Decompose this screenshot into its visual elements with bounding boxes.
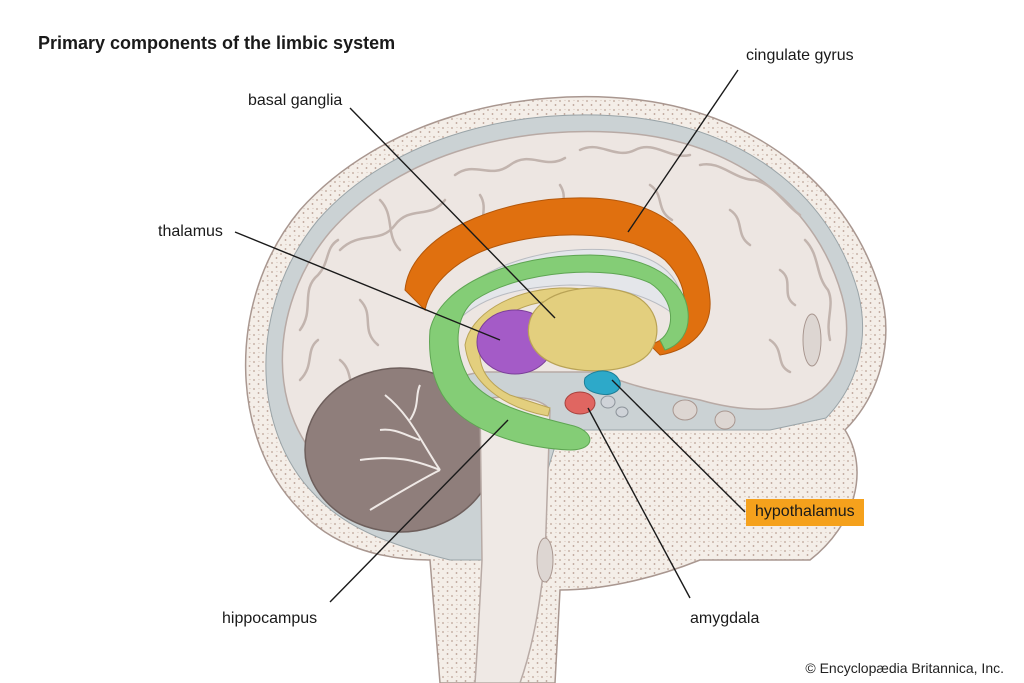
cingulate-gyrus [404, 197, 711, 356]
basal-ganglia [527, 287, 658, 372]
cerebellum-folia [359, 384, 441, 511]
leader-amygdala [587, 407, 691, 599]
hippocampus [429, 254, 689, 451]
hypothalamus [583, 370, 621, 395]
leader-cingulate-gyrus [627, 69, 739, 233]
label-hypothalamus: hypothalamus [746, 499, 864, 526]
brainstem [474, 396, 551, 683]
cerebral-gyri [298, 145, 832, 432]
label-cingulate-gyrus: cingulate gyrus [746, 47, 854, 64]
diagram-title: Primary components of the limbic system [38, 33, 396, 53]
copyright-credit: © Encyclopædia Britannica, Inc. [805, 660, 1004, 676]
label-hippocampus: hippocampus [222, 610, 318, 627]
leader-thalamus [234, 231, 501, 341]
label-basal-ganglia: basal ganglia [248, 92, 343, 109]
mammillary-bodies [600, 395, 629, 418]
label-amygdala: amygdala [690, 610, 760, 627]
leader-hypothalamus [611, 379, 746, 513]
leader-basal-ganglia [349, 107, 556, 319]
leader-lines [234, 69, 746, 603]
sinus-cavities [536, 313, 822, 583]
label-thalamus: thalamus [158, 223, 223, 240]
amygdala [564, 391, 596, 415]
leader-hippocampus [329, 419, 509, 603]
